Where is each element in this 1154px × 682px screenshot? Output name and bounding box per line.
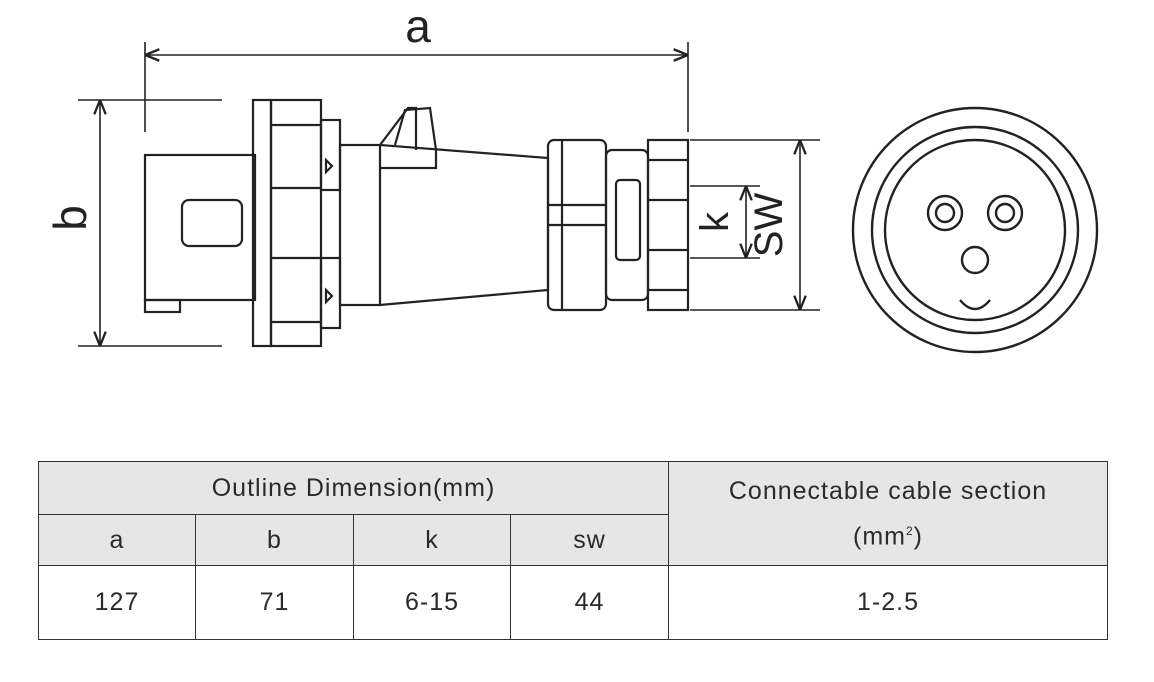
pin-earth [960, 245, 990, 275]
plug-side-view [143, 98, 690, 348]
cable-unit-sup: 2 [905, 523, 914, 538]
cable-section-header-line1: Connectable cable section [728, 476, 1048, 505]
cable-section-header-unit: (mm2) [669, 511, 1107, 556]
outline-dimension-header: Outline Dimension(mm) [38, 461, 669, 515]
value-k: 6-15 [353, 565, 511, 640]
value-b: 71 [195, 565, 354, 640]
pin-left [926, 194, 964, 232]
value-cable-section: 1-2.5 [668, 565, 1108, 640]
dimension-k [690, 185, 760, 259]
plug-front-view [851, 106, 1099, 354]
dimension-sw-label: SW [747, 193, 791, 258]
dimension-k-label: k [693, 211, 737, 232]
value-a: 127 [38, 565, 196, 640]
col-header-b: b [195, 514, 354, 566]
key-notch [959, 299, 991, 311]
dimension-b [78, 99, 222, 347]
dimension-b-label: b [44, 205, 96, 231]
value-sw: 44 [510, 565, 669, 640]
col-header-a: a [38, 514, 196, 566]
dimension-sw [690, 139, 820, 311]
dimension-a-label: a [405, 0, 431, 52]
col-header-sw: sw [510, 514, 669, 566]
pin-right [986, 194, 1024, 232]
dimension-a [144, 42, 689, 132]
cable-unit-text: (mm [853, 522, 906, 551]
cable-section-header: Connectable cable section (mm2) [668, 461, 1108, 566]
label-window [180, 198, 244, 248]
dimension-table: Outline Dimension(mm) Connectable cable … [38, 461, 1108, 640]
cable-unit-close: ) [913, 522, 923, 551]
plug-dimension-drawing: a b k SW [44, 0, 1099, 354]
col-header-k: k [353, 514, 511, 566]
